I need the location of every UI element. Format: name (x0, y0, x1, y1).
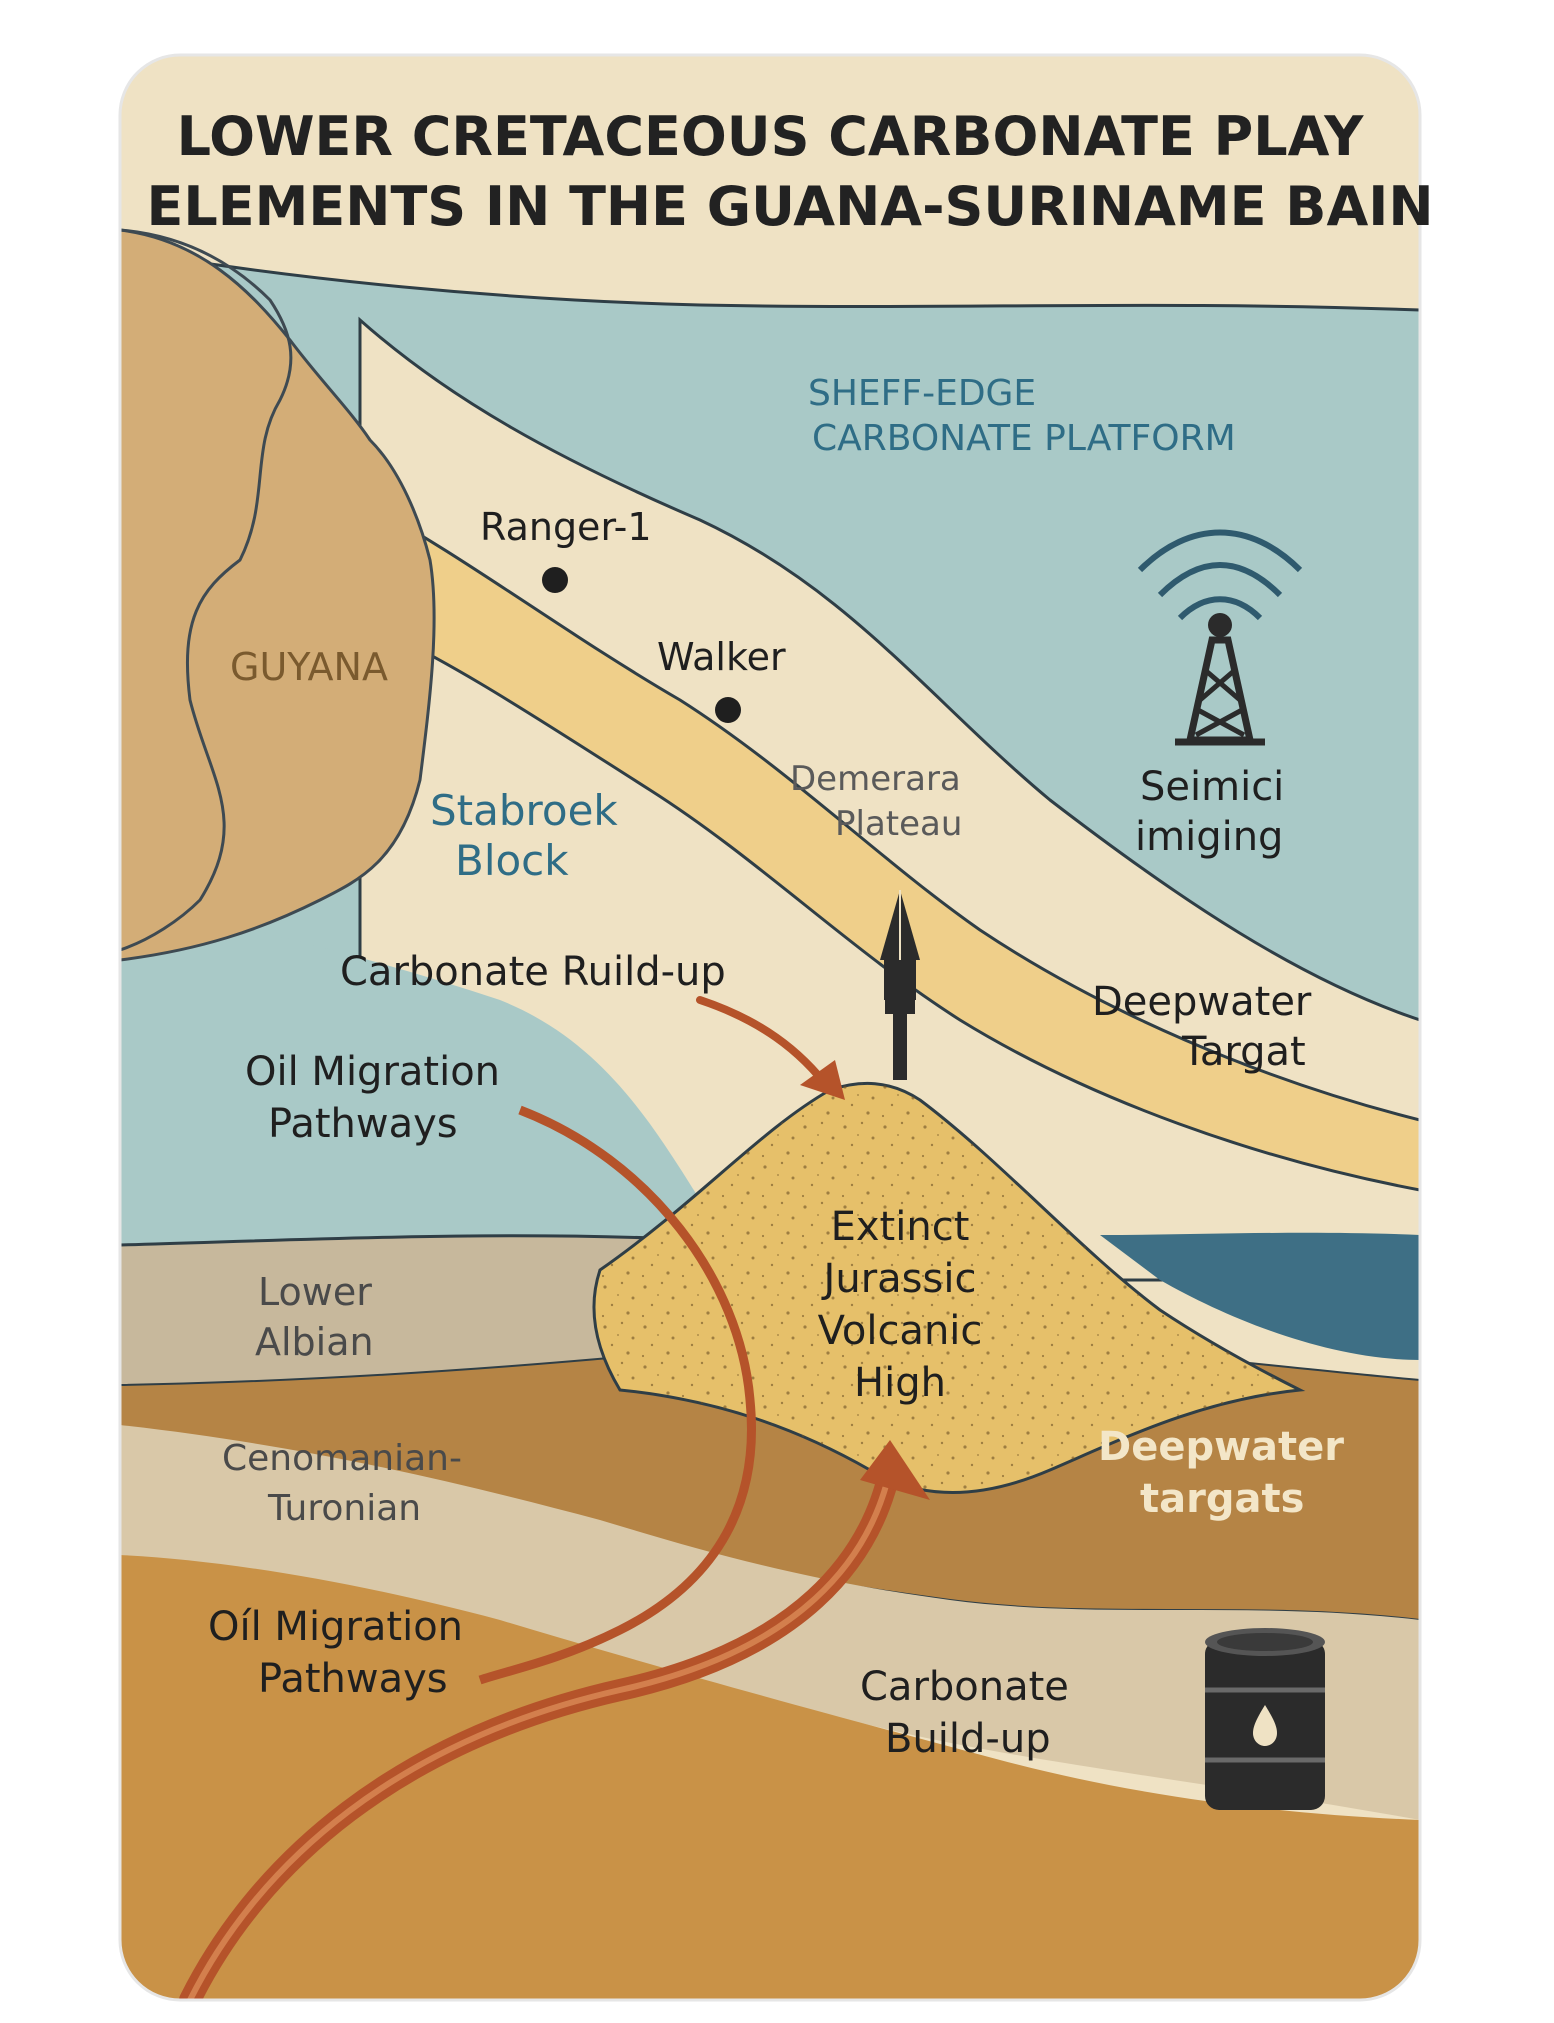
deepwater-mid-label-1: Deepwater (1098, 1424, 1344, 1470)
deepwater-mid-label-2: targats (1140, 1476, 1304, 1522)
seismic-label-1: Seimici (1140, 764, 1284, 810)
title-line-2: ELEMENTS IN THE GUANA-SURINAME BAIN (146, 175, 1433, 238)
buildup-top-label: Carbonate Ruild-up (340, 949, 726, 995)
walker-label: Walker (657, 635, 786, 679)
drilling-rig-icon (880, 890, 920, 1080)
guyana-border (120, 228, 293, 952)
seismic-label-2: imiging (1135, 814, 1283, 860)
deepwater-top-label-2: Targat (1181, 1029, 1306, 1075)
seismic-tower-icon (1137, 529, 1303, 746)
volcanic-label-2: Jurassic (821, 1256, 977, 1302)
buildup-bot-label-2: Build-up (885, 1716, 1051, 1762)
oil-barrel-icon (1205, 1628, 1325, 1810)
albian-label-1: Lower (258, 1270, 372, 1314)
migration-path-thick-highlight (187, 1469, 893, 2000)
deep-water (1100, 1232, 1420, 1360)
demerara-label-1: Demerara (790, 759, 961, 799)
stabroek-label-2: Block (455, 836, 569, 885)
migration-top-label-1: Oil Migration (245, 1049, 500, 1095)
deepwater-top-label-1: Deepwater (1092, 979, 1312, 1025)
platform-label-1: SHEFF-EDGE (808, 373, 1036, 414)
buildup-arrowhead (800, 1060, 845, 1100)
basement-layer (120, 1555, 1420, 2000)
card-frame (118, 53, 1422, 2002)
demerara-label-2: Plateau (835, 804, 962, 844)
ranger-label: Ranger-1 (480, 505, 652, 549)
volcanic-label-1: Extinct (831, 1204, 970, 1250)
platform-label-2: CARBONATE PLATFORM (812, 418, 1236, 459)
title-line-1: LOWER CRETACEOUS CARBONATE PLAY (177, 105, 1365, 168)
ceno-label-1: Cenomanian- (222, 1438, 462, 1479)
stabroek-label-1: Stabroek (430, 786, 618, 835)
volcanic-label-4: High (854, 1360, 946, 1406)
migration-bot-label-1: Oíl Migration (208, 1604, 463, 1650)
albian-label-2: Albian (255, 1320, 374, 1364)
carbonate-band (358, 497, 1420, 1192)
migration-arrowhead (860, 1440, 930, 1500)
migration-bot-label-2: Pathways (258, 1656, 448, 1702)
migration-path-thin (478, 1105, 756, 1685)
lower-sea (120, 900, 700, 1260)
well-marker-icon (542, 567, 568, 593)
well-marker-icon (715, 697, 741, 723)
migration-top-label-2: Pathways (268, 1101, 458, 1147)
volcanic-speckle (594, 1083, 1300, 1493)
volcanic-label-3: Volcanic (818, 1308, 983, 1354)
ceno-label-2: Turonian (267, 1488, 421, 1529)
buildup-bot-label-1: Carbonate (860, 1664, 1069, 1710)
guyana-label: GUYANA (230, 645, 388, 689)
